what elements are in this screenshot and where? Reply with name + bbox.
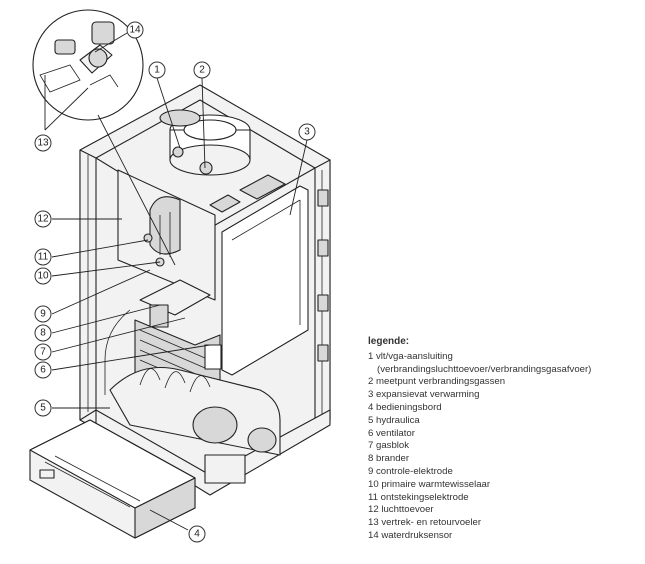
legend-item: 13 vertrek- en retourvoeler <box>368 517 482 529</box>
callout-14: 14 <box>126 21 144 39</box>
legend-item: 14 waterdruksensor <box>368 529 453 541</box>
callout-1: 1 <box>148 61 166 79</box>
legend-item: 4 bedieningsbord <box>368 401 442 413</box>
callout-12-label: 12 <box>37 214 49 225</box>
legend-item: 7 gasblok <box>368 440 410 452</box>
hydraulics <box>109 366 281 484</box>
flue-connection <box>159 109 251 176</box>
legend-item: 2 meetpunt verbrandingsgassen <box>368 376 506 388</box>
callout-9-label: 9 <box>40 309 46 320</box>
zoom-inset <box>32 9 176 266</box>
callout-8: 8 <box>34 324 52 342</box>
callout-13: 13 <box>34 134 52 152</box>
callout-14-label: 14 <box>129 25 141 36</box>
callout-2-label: 2 <box>199 65 205 76</box>
legend-item: 8 brander <box>368 453 410 465</box>
callout-4-label: 4 <box>194 529 200 540</box>
callout-4: 4 <box>188 525 206 543</box>
callout-3-label: 3 <box>304 127 310 138</box>
legend-item: (verbrandingsluchttoevoer/verbrandingsga… <box>377 363 592 375</box>
callout-7: 7 <box>34 343 52 361</box>
legend-item: 12 luchttoevoer <box>368 504 434 516</box>
callout-3: 3 <box>298 123 316 141</box>
legend-item: 5 hydraulica <box>368 414 420 426</box>
callout-10-label: 10 <box>37 271 49 282</box>
legend-title: legende: <box>368 336 410 347</box>
callout-11-label: 11 <box>38 252 49 263</box>
callout-11: 11 <box>34 248 52 266</box>
legend-item: 11 ontstekingselektrode <box>368 491 469 503</box>
expansion-vessel <box>221 185 309 376</box>
legend-item: 3 expansievat verwarming <box>368 389 480 401</box>
callout-6: 6 <box>34 361 52 379</box>
callout-8-label: 8 <box>40 328 46 339</box>
leader-lines <box>44 32 308 531</box>
callout-5-label: 5 <box>40 403 46 414</box>
legend-item: 6 ventilator <box>368 427 415 439</box>
legend-item: 10 primaire warmtewisselaar <box>368 478 491 490</box>
heat-exchanger-area <box>117 169 216 301</box>
callout-10: 10 <box>34 267 52 285</box>
callout-12: 12 <box>34 210 52 228</box>
callout-13-label: 13 <box>37 138 49 149</box>
legend-item: 9 controle-elektrode <box>368 465 453 477</box>
callout-9: 9 <box>34 305 52 323</box>
callout-5: 5 <box>34 399 52 417</box>
callout-6-label: 6 <box>40 365 46 376</box>
callout-1-label: 1 <box>154 65 160 76</box>
callout-2: 2 <box>193 61 211 79</box>
legend-item: 1 vlt/vga-aansluiting <box>368 350 453 362</box>
callout-7-label: 7 <box>40 347 46 358</box>
control-panel <box>29 419 196 539</box>
legend: legende: 1 vlt/vga-aansluiting (verbrand… <box>368 336 638 543</box>
